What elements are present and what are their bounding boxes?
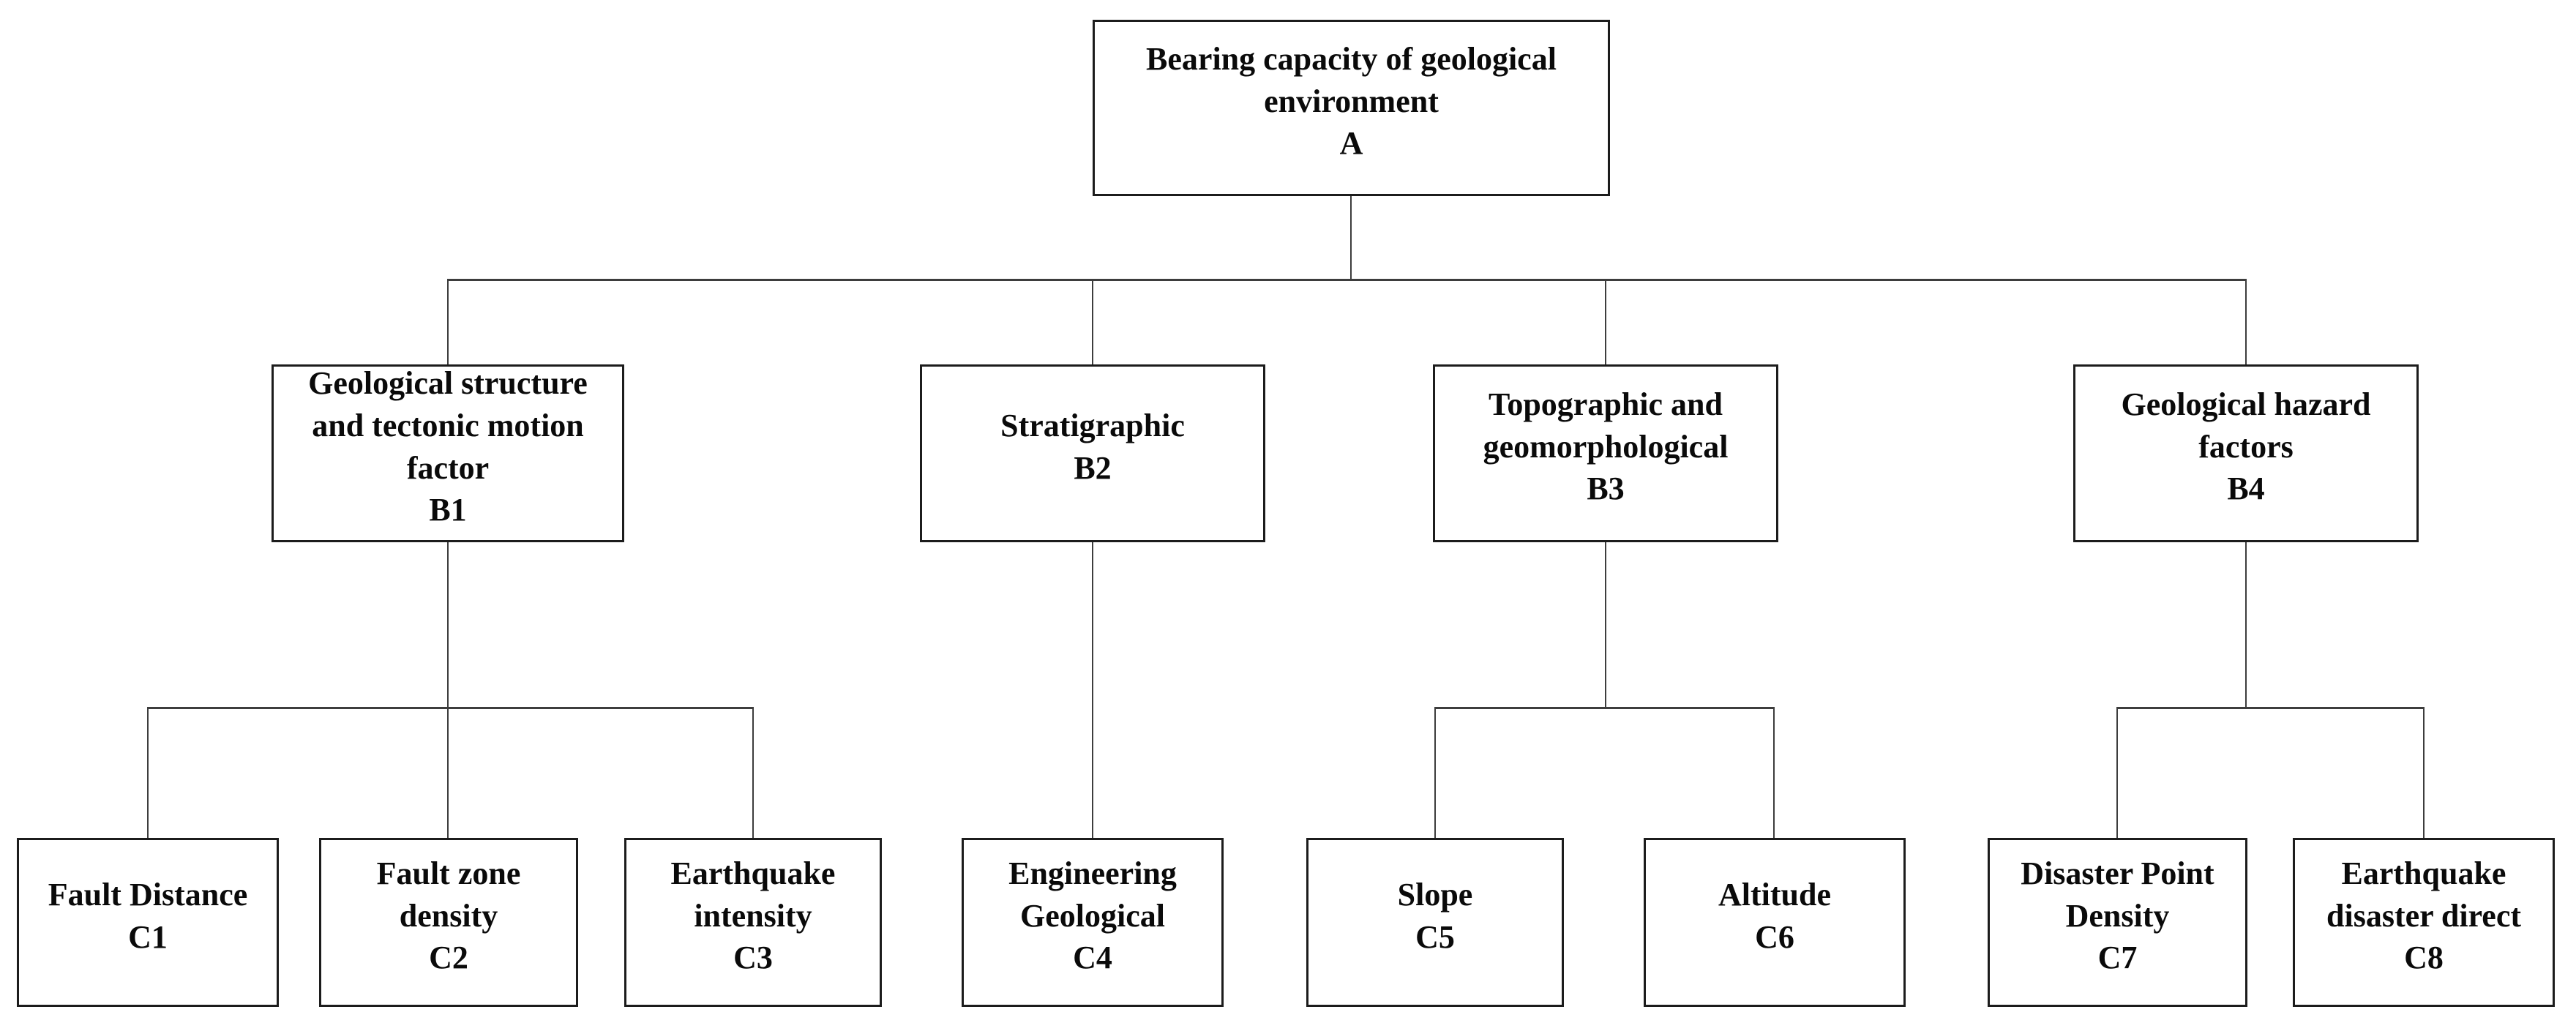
- node-c5-label: Slope C5: [1397, 876, 1473, 955]
- connector-drop-c3: [752, 707, 754, 838]
- node-b4: Geological hazard factors B4: [2073, 364, 2419, 542]
- node-b2-label: Stratigraphic B2: [1000, 407, 1185, 486]
- connector-drop-c7: [2116, 707, 2118, 838]
- node-c8-label: Earthquake disaster direct C8: [2326, 855, 2521, 976]
- node-c6-label: Altitude C6: [1718, 876, 1831, 955]
- node-c1-label: Fault Distance C1: [48, 876, 248, 955]
- node-c8: Earthquake disaster direct C8: [2293, 838, 2555, 1007]
- connector-root-stem: [1350, 196, 1352, 280]
- connector-b3-stem: [1605, 542, 1606, 708]
- connector-root-bar: [447, 279, 2247, 281]
- node-c6: Altitude C6: [1644, 838, 1906, 1007]
- node-c3: Earthquake intensity C3: [624, 838, 882, 1007]
- node-c1: Fault Distance C1: [17, 838, 279, 1007]
- connector-drop-b3: [1605, 279, 1606, 364]
- connector-b1-bar: [147, 707, 754, 709]
- connector-drop-c8: [2423, 707, 2425, 838]
- node-b2: Stratigraphic B2: [920, 364, 1265, 542]
- connector-drop-b4: [2245, 279, 2247, 364]
- connector-drop-c1: [147, 707, 149, 838]
- node-c2: Fault zone density C2: [319, 838, 578, 1007]
- connector-drop-c6: [1773, 707, 1775, 838]
- node-b1-label: Geological structure and tectonic motion…: [308, 365, 588, 528]
- connector-b3-bar: [1434, 707, 1775, 709]
- node-c7-label: Disaster Point Density C7: [2021, 855, 2214, 976]
- connector-drop-b2: [1092, 279, 1093, 364]
- node-b3: Topographic and geomorphological B3: [1433, 364, 1778, 542]
- node-b1: Geological structure and tectonic motion…: [272, 364, 624, 542]
- connector-b4-bar: [2116, 707, 2425, 709]
- node-c4: Engineering Geological C4: [962, 838, 1224, 1007]
- connector-b4-stem: [2245, 542, 2247, 708]
- node-a-label: Bearing capacity of geological environme…: [1146, 41, 1557, 162]
- connector-b1-stem: [447, 542, 449, 838]
- node-c4-label: Engineering Geological C4: [1008, 855, 1177, 976]
- connector-drop-c5: [1434, 707, 1436, 838]
- node-c7: Disaster Point Density C7: [1988, 838, 2247, 1007]
- node-b3-label: Topographic and geomorphological B3: [1483, 386, 1729, 507]
- node-c3-label: Earthquake intensity C3: [670, 855, 836, 976]
- node-c2-label: Fault zone density C2: [376, 855, 521, 976]
- node-b4-label: Geological hazard factors B4: [2121, 386, 2371, 507]
- node-a: Bearing capacity of geological environme…: [1093, 20, 1610, 196]
- connector-drop-b1: [447, 279, 449, 364]
- node-c5: Slope C5: [1306, 838, 1564, 1007]
- connector-b2-stem: [1092, 542, 1093, 838]
